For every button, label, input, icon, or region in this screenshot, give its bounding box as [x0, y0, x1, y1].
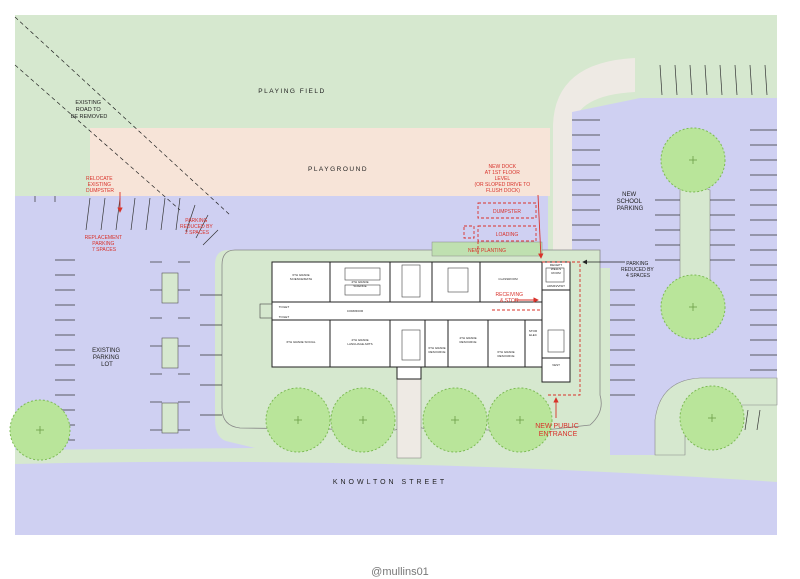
new-planting-label: NEW PLANTING: [468, 248, 506, 254]
knowlton-street: [15, 461, 777, 535]
new-school-parking-label: NEW SCHOOL PARKING: [617, 192, 644, 212]
parking-stalls-west: [34, 196, 222, 441]
parking-reduced-4-label: PARKING REDUCED BY 4 SPACES: [621, 261, 655, 279]
room-classroom: CLASSROOM: [498, 277, 518, 281]
existing-road-label: EXISTING ROAD TO BE REMOVED: [71, 100, 108, 120]
dock-area: [463, 202, 581, 396]
parking-island-west-3: [161, 402, 179, 434]
parking-reduced-2-label: PARKING REDUCED BY 2 SPACES: [180, 218, 214, 236]
entry-walkway: [396, 377, 422, 459]
parking-island-west-1: [161, 272, 179, 304]
receiving-label: RECEIVING & STOR.: [496, 292, 525, 304]
new-public-entrance-label: NEW PUBLIC ENTRANCE: [535, 423, 581, 438]
existing-parking-lot: [15, 196, 548, 450]
room-corridor: CORRIDOR: [347, 309, 364, 313]
replacement-parking-label: REPLACEMENT PARKING 7 SPACES: [85, 235, 124, 253]
new-school-parking: [572, 98, 777, 455]
upper-right-field: [640, 15, 777, 59]
playground: [90, 128, 550, 196]
dumpster-label: DUMPSTER: [493, 209, 521, 215]
parking-island-west-2: [161, 337, 179, 369]
relocate-dumpster-label: RELOCATE EXISTING DUMPSTER: [86, 176, 114, 194]
east-drive: [553, 58, 635, 250]
existing-parking-lot-label: EXISTING PARKING LOT: [92, 348, 122, 368]
building-details: [259, 264, 565, 361]
new-dock-label: NEW DOCK AT 1ST FLOOR LEVEL (OR SLOPED D…: [474, 164, 531, 194]
room-social-6: 6TH GRADE SOCIAL: [286, 340, 315, 344]
room-toilet-2: TOILET: [279, 315, 290, 319]
room-vest: VEST: [552, 363, 560, 367]
watermark: @mullins01: [371, 566, 429, 578]
red-arrows: [117, 192, 559, 418]
loading-label: LOADING: [496, 232, 519, 238]
knowlton-street-label: KNOWLTON STREET: [333, 479, 447, 486]
room-admin: ADMIN/VISIT: [547, 284, 565, 288]
existing-road-lines: [14, 16, 231, 216]
tree-centers: [36, 156, 716, 434]
playing-field-label: PLAYING FIELD: [258, 88, 325, 95]
building: [271, 261, 571, 383]
new-planting: [431, 241, 543, 257]
room-toilet-1: TOILET: [279, 305, 290, 309]
playground-label: PLAYGROUND: [308, 166, 368, 173]
